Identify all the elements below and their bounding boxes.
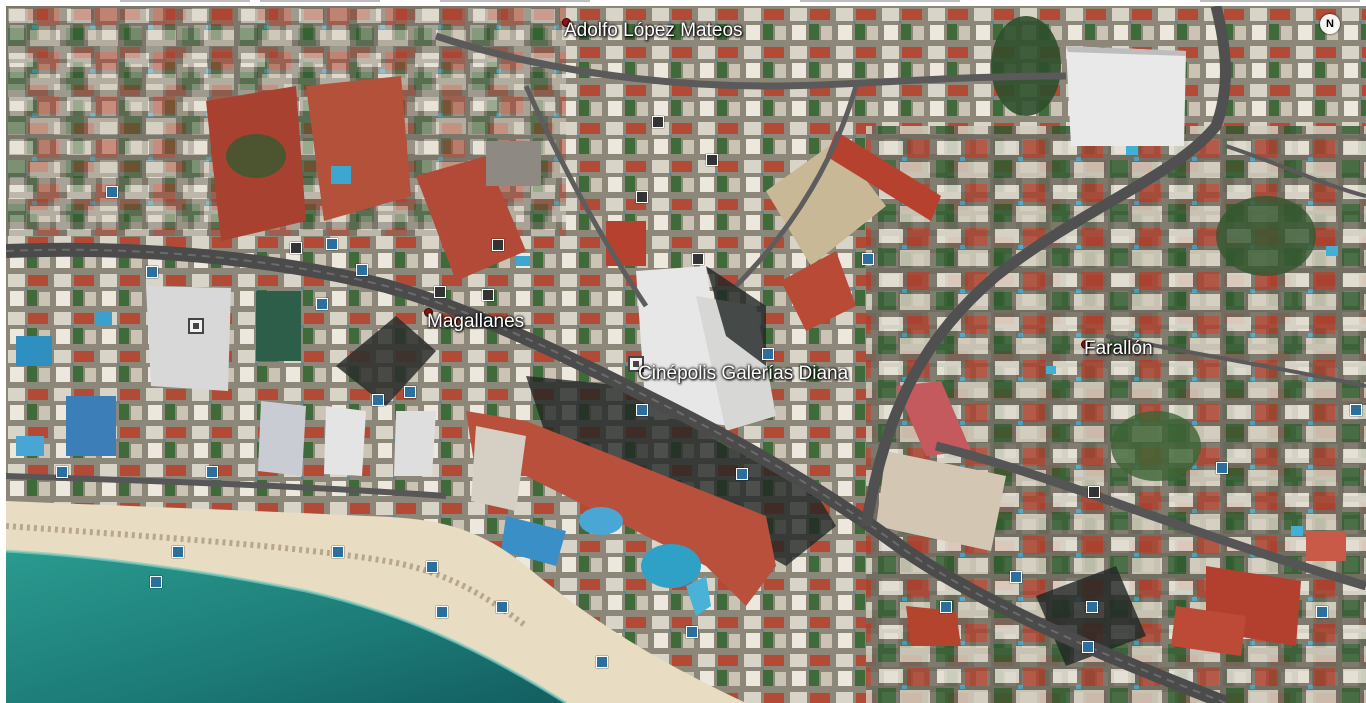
poi-icon[interactable] [636, 404, 648, 416]
poi-icon[interactable] [106, 186, 118, 198]
map-viewport[interactable]: Adolfo López Mateos Magallanes Cinépolis… [6, 6, 1366, 703]
poi-icon[interactable] [172, 546, 184, 558]
poi-icon[interactable] [496, 601, 508, 613]
poi-icon[interactable] [206, 466, 218, 478]
place-pin-farallon[interactable] [1081, 340, 1090, 349]
camera-icon[interactable] [652, 116, 664, 128]
poi-icon[interactable] [332, 546, 344, 558]
satellite-imagery[interactable] [6, 6, 1366, 703]
place-label-adolfo[interactable]: Adolfo López Mateos [564, 20, 743, 41]
poi-icon[interactable] [1086, 601, 1098, 613]
poi-icon[interactable] [762, 348, 774, 360]
cinema-icon[interactable] [628, 356, 644, 372]
toolbar-edge [0, 0, 1366, 2]
poi-icon[interactable] [146, 266, 158, 278]
poi-icon[interactable] [426, 561, 438, 573]
place-label-magallanes[interactable]: Magallanes [427, 311, 525, 332]
poi-icon[interactable] [434, 286, 446, 298]
camera-icon[interactable] [1088, 486, 1100, 498]
poi-icon[interactable] [1350, 404, 1362, 416]
poi-icon[interactable] [290, 242, 302, 254]
poi-icon[interactable] [326, 238, 338, 250]
poi-icon[interactable] [1010, 571, 1022, 583]
poi-icon[interactable] [482, 289, 494, 301]
museum-icon[interactable] [692, 253, 704, 265]
poi-icon[interactable] [150, 576, 162, 588]
poi-icon[interactable] [56, 466, 68, 478]
poi-icon[interactable] [316, 298, 328, 310]
poi-icon[interactable] [940, 601, 952, 613]
poi-icon[interactable] [1216, 462, 1228, 474]
hotel-icon[interactable] [188, 318, 204, 334]
poi-icon[interactable] [1316, 606, 1328, 618]
poi-icon[interactable] [736, 468, 748, 480]
poi-icon[interactable] [356, 264, 368, 276]
camera-icon[interactable] [706, 154, 718, 166]
poi-icon[interactable] [492, 239, 504, 251]
place-pin-adolfo[interactable] [562, 18, 571, 27]
poi-icon[interactable] [372, 394, 384, 406]
poi-icon[interactable] [596, 656, 608, 668]
poi-icon[interactable] [404, 386, 416, 398]
poi-icon[interactable] [862, 253, 874, 265]
compass-north-icon[interactable]: N [1320, 14, 1340, 34]
poi-icon[interactable] [436, 606, 448, 618]
poi-icon[interactable] [1082, 641, 1094, 653]
place-label-farallon[interactable]: Farallón [1084, 338, 1153, 359]
place-label-cinepolis[interactable]: Cinépolis Galerías Diana [638, 363, 849, 384]
poi-icon[interactable] [686, 626, 698, 638]
poi-icon[interactable] [636, 191, 648, 203]
place-pin-magallanes[interactable] [424, 308, 433, 317]
